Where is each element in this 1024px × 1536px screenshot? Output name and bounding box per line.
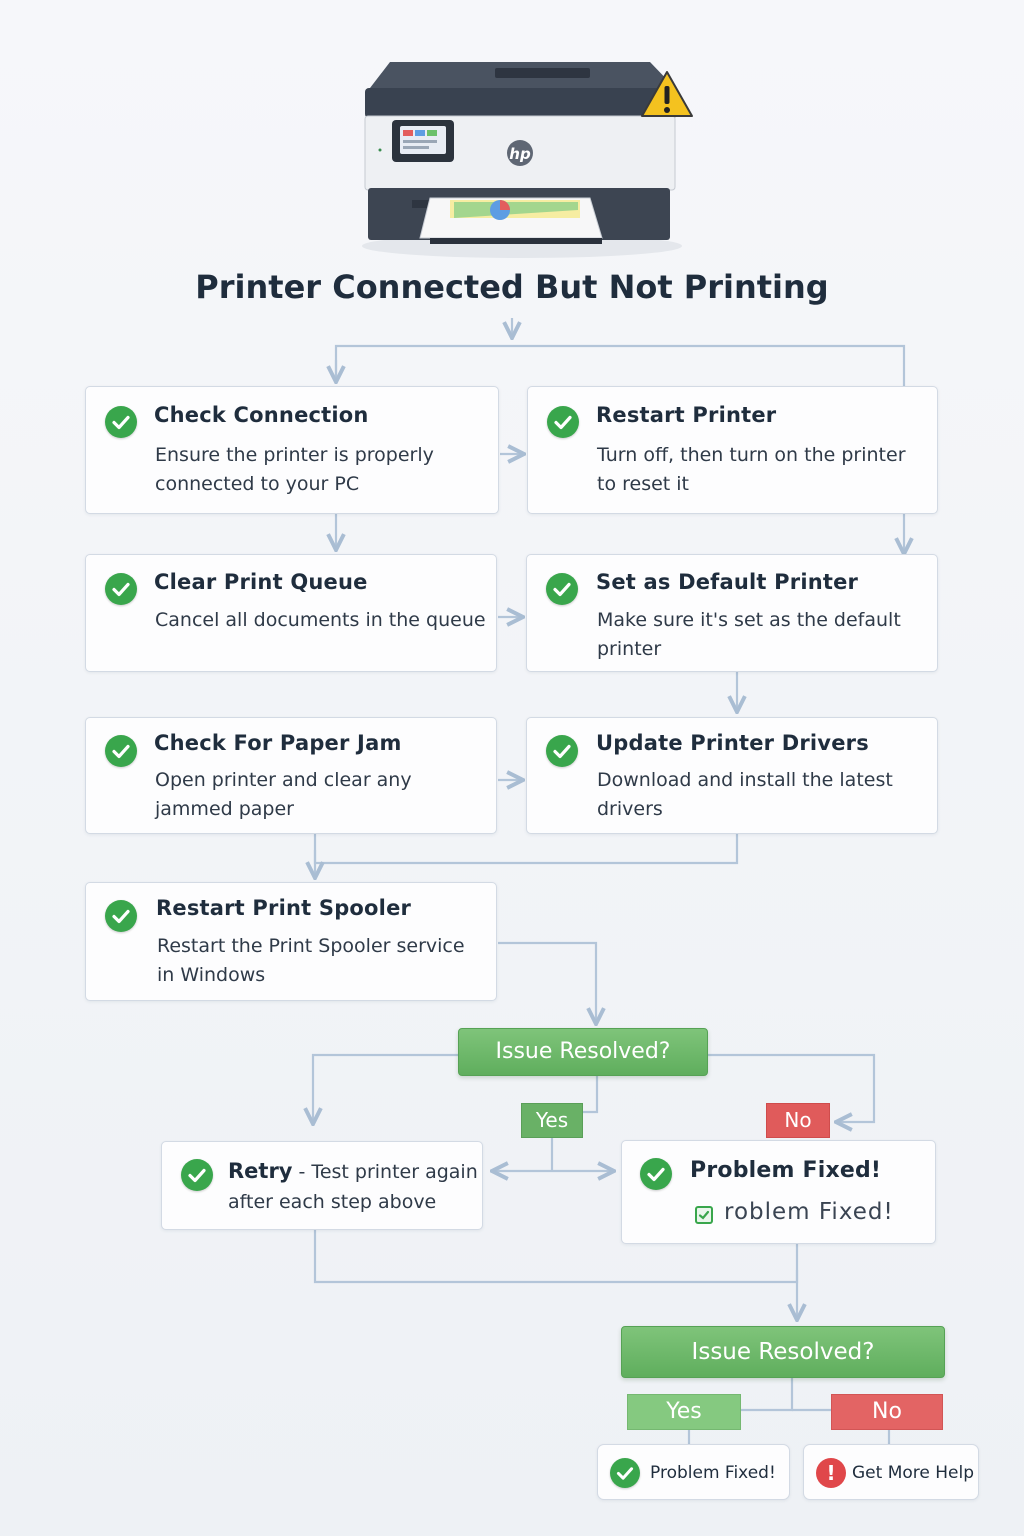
no-label: No [766,1103,830,1138]
connector-r3-join [313,834,739,865]
step-check-paper-jam: Check For Paper Jam Open printer and cle… [85,717,497,834]
step-title: Set as Default Printer [596,570,859,594]
step-title: Restart Printer [596,403,777,427]
final-fixed-label: Problem Fixed! [650,1463,776,1483]
check-icon [547,406,579,438]
check-icon [105,406,137,438]
step-check-connection: Check Connection Ensure the printer is p… [85,386,499,514]
connector-d1-left [313,1053,458,1122]
check-icon [181,1159,213,1191]
step-description: Cancel all documents in the queue [155,609,486,631]
step-clear-print-queue: Clear Print Queue Cancel all documents i… [85,554,497,672]
retry-line1: Retry - Test printer again [228,1159,478,1183]
page-title: Printer Connected But Not Printing [195,268,829,306]
check-icon [610,1458,640,1488]
check-icon [105,735,137,767]
check-icon [546,735,578,767]
get-more-help-label: Get More Help [852,1463,975,1483]
problem-fixed-subtext: roblem Fixed! [724,1199,894,1225]
checkbox-icon [695,1206,713,1224]
connector-d1-yes [582,1076,599,1114]
final-get-more-help[interactable]: ! Get More Help [803,1444,979,1500]
check-icon [105,573,137,605]
connector-d1-right [708,1053,876,1122]
decision-issue-resolved-2: Issue Resolved? [621,1326,945,1378]
problem-fixed-title: Problem Fixed! [690,1158,882,1183]
connector-spooler [498,941,596,1022]
step-title: Check Connection [154,403,369,427]
final-problem-fixed: Problem Fixed! [597,1444,790,1500]
step-title: Restart Print Spooler [156,896,412,920]
check-icon [546,573,578,605]
step-restart-print-spooler: Restart Print Spooler Restart the Print … [85,882,497,1001]
decision-issue-resolved-1: Issue Resolved? [458,1028,708,1076]
step-set-default-printer: Set as Default Printer Make sure it's se… [526,554,938,672]
connector-to-d2 [313,1230,799,1284]
check-icon [640,1158,672,1190]
hp-logo: hp [509,145,531,163]
step-title: Check For Paper Jam [154,731,402,755]
alert-icon: ! [816,1458,846,1488]
step-restart-printer: Restart Printer Turn off, then turn on t… [527,386,938,514]
yes-label: Yes [627,1394,741,1430]
problem-fixed-card: Problem Fixed! roblem Fixed! [621,1140,936,1244]
check-icon [105,900,137,932]
connector-d2-split [741,1378,794,1412]
no-label: No [831,1394,943,1430]
retry-card: Retry - Test printer again after each st… [161,1141,483,1230]
connector-top-split [334,344,906,386]
step-title: Update Printer Drivers [596,731,869,755]
printer-illustration: hp [362,62,693,258]
step-update-printer-drivers: Update Printer Drivers Download and inst… [526,717,938,834]
retry-line2: after each step above [228,1191,437,1213]
yes-label: Yes [521,1103,583,1138]
step-title: Clear Print Queue [154,570,368,594]
